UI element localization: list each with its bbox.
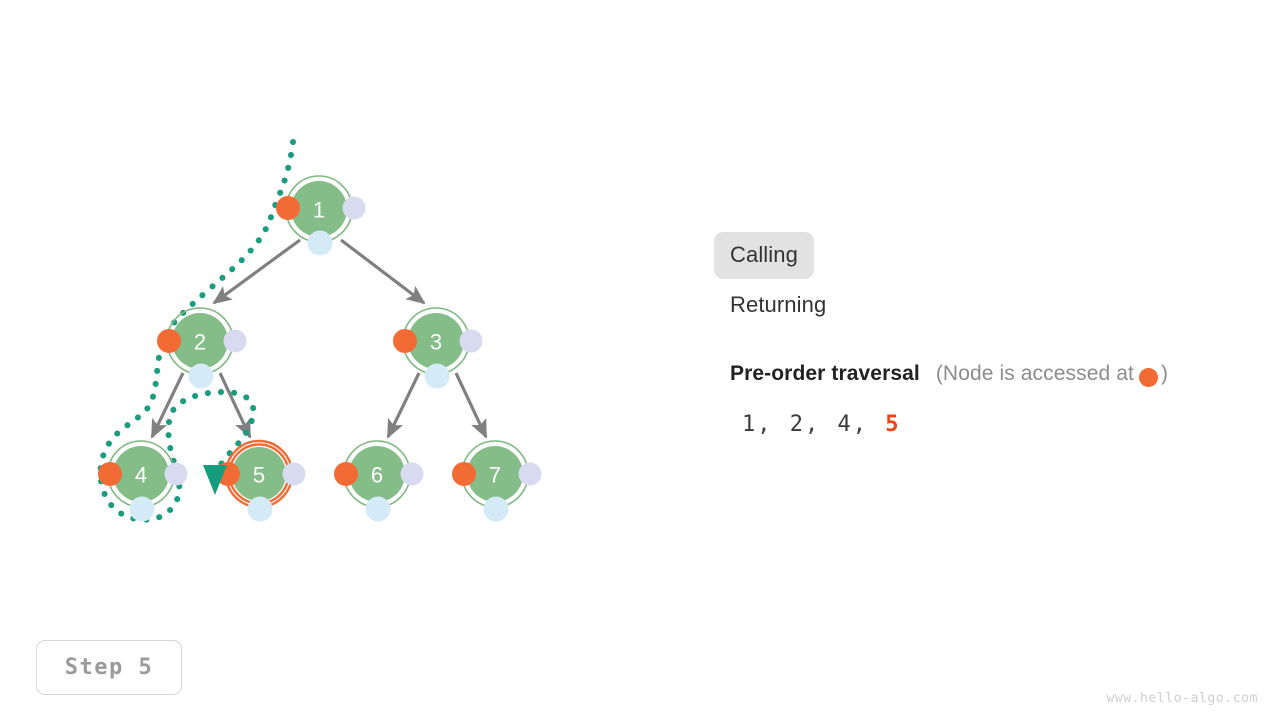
tree-edges [150,238,488,439]
edge-2-4 [150,372,185,439]
node-body [172,313,228,369]
traversal-sequence: 1, 2, 4, 5 [742,412,1254,437]
traversal-title: Pre-order traversal [730,362,920,385]
node-bottom-dot [307,230,333,256]
tree-node-3[interactable]: 3 [393,307,483,389]
tree-node-1[interactable]: 1 [276,175,366,256]
current-position-marker [203,465,227,495]
sequence-item: 1, [742,412,788,437]
edge-1-3 [340,238,426,305]
tree-node-4[interactable]: 4 [98,440,188,522]
tree-node-2[interactable]: 2 [157,307,247,389]
recursion-trace-path [97,139,296,523]
node-label: 1 [313,198,325,223]
traversal-legend: Pre-order traversal (Node is accessed at… [730,362,1254,387]
node-label: 4 [135,463,147,488]
node-bottom-dot [483,496,509,522]
node-bottom-dot [129,496,155,522]
node-body [467,446,523,502]
traversal-note-after: ) [1160,362,1169,385]
node-access-dot [393,329,417,353]
state-returning-label[interactable]: Returning [730,292,827,317]
binary-tree-diagram: 1 2 3 4 5 [97,139,542,523]
tree-node-5[interactable]: 5 [216,439,306,522]
node-access-dot [452,462,476,486]
site-watermark: www.hello-algo.com [1106,691,1258,706]
node-right-dot [342,196,366,220]
node-access-dot [157,329,181,353]
node-label: 7 [489,463,501,488]
node-access-dot [276,196,300,220]
node-right-dot [400,462,424,486]
node-label: 2 [194,330,206,355]
node-body [113,446,169,502]
access-dot-icon [1138,367,1158,387]
sequence-item: 4, [837,412,884,437]
node-right-dot [459,329,483,353]
node-label: 3 [430,330,442,355]
node-bottom-dot [247,496,273,522]
node-right-dot [164,462,188,486]
node-body [349,446,405,502]
tree-node-7[interactable]: 7 [452,440,542,522]
edge-1-2 [212,238,301,305]
node-bottom-dot [188,363,214,389]
state-calling-badge[interactable]: Calling [714,232,814,279]
node-right-dot [223,329,247,353]
step-badge: Step 5 [36,640,182,695]
sequence-item: 2, [789,412,836,437]
node-access-dot [98,462,122,486]
tree-node-6[interactable]: 6 [334,440,424,522]
node-bottom-dot [365,496,391,522]
traversal-note-before: (Node is accessed at [935,362,1134,385]
node-body [291,181,347,237]
node-body [232,447,286,501]
node-access-dot [334,462,358,486]
explanation-panel: Calling Returning Pre-order traversal (N… [714,232,1254,437]
node-bottom-dot [424,363,450,389]
edge-3-6 [386,372,421,439]
node-label: 5 [253,463,265,488]
edge-2-5 [218,372,252,439]
edge-3-7 [454,372,488,439]
node-body [408,313,464,369]
node-right-dot [518,462,542,486]
sequence-item-current: 5 [885,412,901,437]
node-right-dot [282,462,306,486]
node-label: 6 [371,463,383,488]
